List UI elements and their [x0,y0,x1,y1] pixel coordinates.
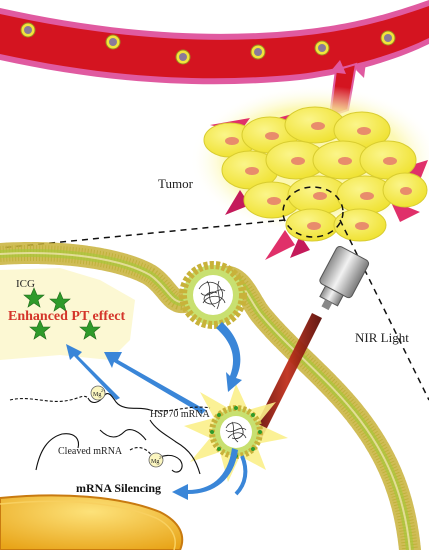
process-arrows [66,322,248,500]
mrna-strand [9,395,89,402]
icg-star [23,287,45,308]
enhanced-pt-label: Enhanced PT effect [8,309,126,324]
nanoparticle [105,34,121,50]
mg-ion-charge: 2+ [159,455,164,460]
nanoparticle [175,49,191,65]
mrna-strands [9,393,211,475]
icg-star [79,319,101,340]
mrna-silencing-label: mRNA Silencing [76,481,161,495]
cleaved-mrna-label: Cleaved mRNA [58,446,123,457]
vessel-nanoparticles [20,22,396,65]
hsp70-mrna-label: HSP70 mRNA [150,409,211,420]
membrane-nanoparticle [179,261,247,329]
arrow-to-enhanced [104,352,206,414]
cell-nucleus [0,494,184,550]
tumor-nuclei [225,122,412,230]
mg-ion: Mg 2+ [90,385,106,401]
hsp70-mrna [149,419,201,475]
cleaved-mrna [99,429,147,441]
nanoparticle [314,40,330,56]
nanoparticle [20,22,36,38]
nir-lamp [319,245,370,311]
icg-stars [23,287,101,340]
arrow-silencing [172,448,238,500]
icg-label: ICG [16,278,35,290]
arrow-curve-down [216,322,242,392]
nanoparticle [250,44,266,60]
mg-ion-charge: 2+ [101,388,106,393]
blood-vessel [0,0,429,85]
tumor-mass [190,85,429,260]
nanoparticle [380,30,396,46]
mg-ion: Mg 2+ [148,452,164,468]
internal-nanoparticle [184,384,288,482]
mg-ion-label: Mg [151,459,159,465]
mrna-strand [87,393,151,411]
mrna-strand [149,406,211,412]
mg-ion-label: Mg [93,392,101,398]
zoom-indicator [0,186,429,401]
nir-light-label: NIR Light [355,330,409,345]
icg-star [49,291,71,312]
icg-star [29,319,51,340]
arrow-to-icg [66,344,120,400]
tumor-label: Tumor [158,176,194,191]
cleaved-mrna [35,433,80,471]
